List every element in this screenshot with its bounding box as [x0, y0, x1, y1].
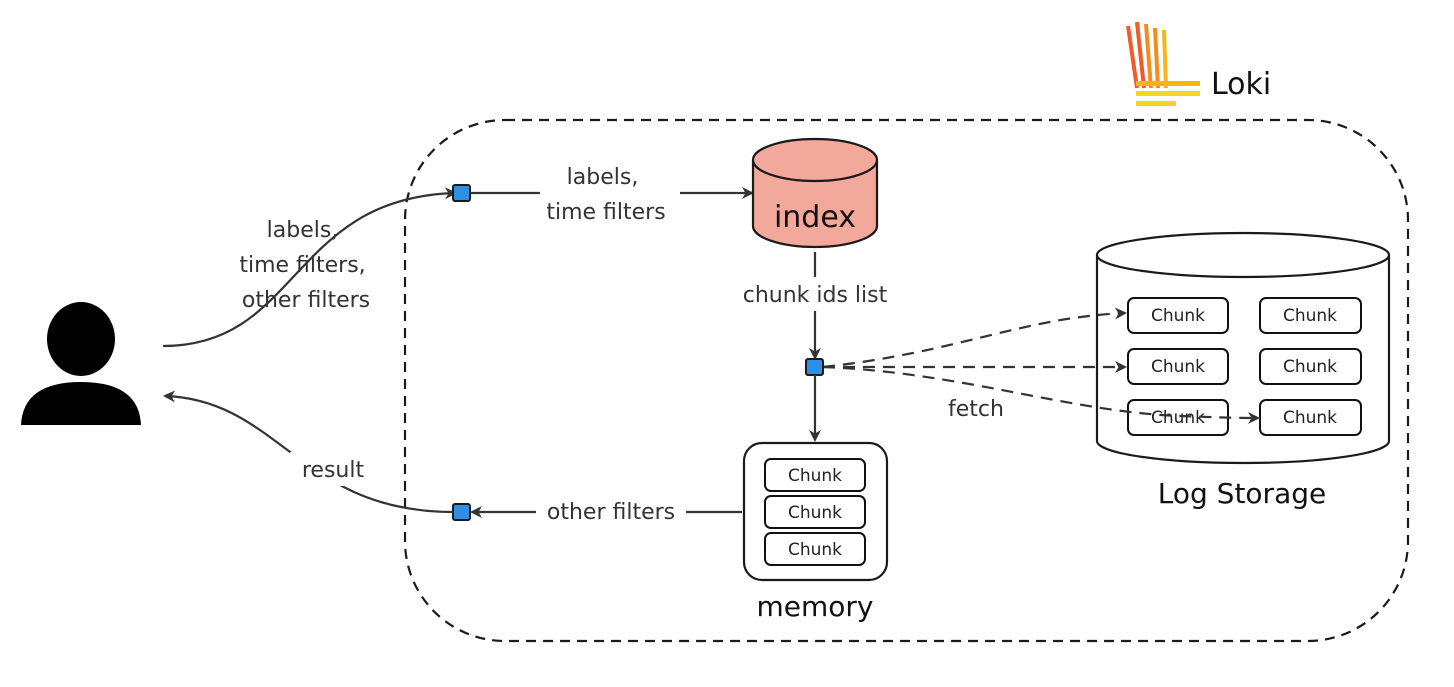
storage-chunk: Chunk — [1259, 297, 1362, 334]
chunk-ids-label: chunk ids list — [743, 283, 888, 308]
svg-text:Chunk: Chunk — [788, 540, 842, 560]
loki-brand-label: Loki — [1211, 67, 1271, 102]
result-label: result — [302, 458, 365, 483]
svg-text:Chunk: Chunk — [1151, 306, 1205, 326]
memory-chunk: Chunk — [764, 458, 866, 492]
fetch-connector-node — [805, 358, 824, 376]
svg-text:Chunk: Chunk — [1283, 306, 1337, 326]
loki-logo-icon — [1126, 21, 1200, 106]
storage-chunk: Chunk — [1127, 399, 1229, 436]
memory-label: memory — [757, 590, 874, 623]
svg-text:Chunk: Chunk — [1283, 357, 1337, 377]
fetch-edge — [822, 307, 1127, 369]
storage-chunk: Chunk — [1127, 297, 1229, 334]
result-connector-node — [452, 503, 471, 521]
user-request-label: labels, time filters, other filters — [239, 218, 372, 313]
svg-text:Chunk: Chunk — [788, 466, 842, 486]
user-icon — [21, 302, 141, 425]
log-storage-label: Log Storage — [1158, 477, 1326, 510]
memory-chunk: Chunk — [764, 532, 866, 566]
index-label: index — [774, 200, 856, 235]
memory-chunk: Chunk — [764, 495, 866, 529]
loki-boundary — [403, 118, 1410, 643]
fetch-edge — [822, 365, 1260, 424]
index-input-label: labels, time filters — [546, 165, 665, 225]
index-database — [751, 137, 879, 249]
svg-text:Chunk: Chunk — [1151, 408, 1205, 428]
svg-text:Chunk: Chunk — [788, 503, 842, 523]
svg-text:Chunk: Chunk — [1151, 357, 1205, 377]
request-connector-node — [452, 184, 471, 202]
storage-chunk: Chunk — [1259, 399, 1362, 436]
other-filters-label: other filters — [547, 500, 675, 525]
storage-chunk: Chunk — [1127, 348, 1229, 385]
fetch-label: fetch — [948, 397, 1004, 422]
user-request-edge — [162, 187, 457, 348]
storage-chunk: Chunk — [1259, 348, 1362, 385]
svg-text:Chunk: Chunk — [1283, 408, 1337, 428]
